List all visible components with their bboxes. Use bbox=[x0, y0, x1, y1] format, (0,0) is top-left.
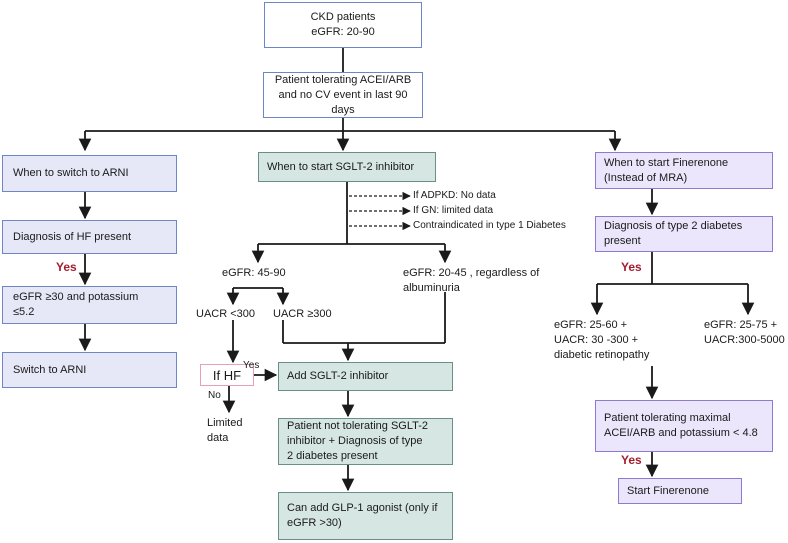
switch-arni-box: Switch to ARNI bbox=[2, 352, 177, 388]
tolerating-acei-text: Patient tolerating ACEI/ARB and no CV ev… bbox=[274, 73, 412, 116]
hf-yes-label: Yes bbox=[243, 360, 260, 371]
uacr-lt300-label: UACR <300 bbox=[196, 308, 256, 320]
egfr-20-45-label: eGFR: 20-45 , regardless of albuminuria bbox=[403, 267, 540, 294]
switch-arni-text: Switch to ARNI bbox=[13, 363, 87, 376]
start-finerenone-text: Start Finerenone bbox=[627, 484, 709, 497]
limited-data-label: Limited data bbox=[207, 417, 243, 444]
note-gn: If GN: limited data bbox=[413, 205, 494, 216]
note-adpkd: If ADPKD: No data bbox=[413, 190, 496, 201]
egfr-45-90-label: eGFR: 45-90 bbox=[222, 267, 286, 279]
arni-egfr-box: eGFR ≥30 and potassium ≤5.2 bbox=[2, 286, 177, 324]
hf-present-box: Diagnosis of HF present bbox=[2, 220, 177, 254]
add-sglt2-box: Add SGLT-2 inhibitor bbox=[278, 362, 453, 391]
finerenone-when-text: When to start Finerenone (Instead of MRA… bbox=[604, 156, 729, 184]
fin-yes2-label: Yes bbox=[621, 453, 642, 467]
arni-egfr-text: eGFR ≥30 and potassium ≤5.2 bbox=[13, 291, 139, 318]
t2d-present-text: Diagnosis of type 2 diabetes present bbox=[604, 220, 743, 247]
start-finerenone-box: Start Finerenone bbox=[618, 478, 742, 504]
hf-no-label: No bbox=[208, 390, 221, 401]
ckd-patients-text: CKD patients eGFR: 20-90 bbox=[310, 11, 376, 38]
not-tolerating-box: Patient not tolerating SGLT-2 inhibitor … bbox=[278, 418, 453, 465]
fin-yes-label: Yes bbox=[621, 260, 642, 274]
glp1-box: Can add GLP-1 agonist (only if eGFR >30) bbox=[278, 492, 453, 540]
maximal-acei-text: Patient tolerating maximal ACEI/ARB and … bbox=[604, 412, 758, 439]
fin-left-criteria: eGFR: 25-60 + UACR: 30 -300 + diabetic r… bbox=[554, 319, 650, 361]
ckd-patients-box: CKD patients eGFR: 20-90 bbox=[264, 2, 422, 48]
sglt2-when-text: When to start SGLT-2 inhibitor bbox=[267, 160, 415, 173]
note-type1: Contraindicated in type 1 Diabetes bbox=[413, 220, 566, 231]
t2d-present-box: Diagnosis of type 2 diabetes present bbox=[595, 216, 773, 252]
add-sglt2-text: Add SGLT-2 inhibitor bbox=[287, 370, 389, 382]
fin-right-criteria: eGFR: 25-75 + UACR:300-5000 bbox=[704, 319, 785, 346]
if-hf-text: If HF bbox=[212, 367, 242, 383]
tolerating-acei-box: Patient tolerating ACEI/ARB and no CV ev… bbox=[263, 72, 423, 118]
arni-yes-label: Yes bbox=[56, 260, 77, 274]
arni-when-box: When to switch to ARNI bbox=[2, 155, 177, 192]
hf-present-text: Diagnosis of HF present bbox=[13, 230, 131, 243]
uacr-ge300-label: UACR ≥300 bbox=[273, 308, 332, 320]
if-hf-box: If HF bbox=[200, 364, 254, 386]
not-tolerating-text: Patient not tolerating SGLT-2 inhibitor … bbox=[287, 420, 429, 462]
maximal-acei-box: Patient tolerating maximal ACEI/ARB and … bbox=[595, 400, 773, 452]
glp1-text: Can add GLP-1 agonist (only if eGFR >30) bbox=[287, 502, 438, 529]
sglt2-when-box: When to start SGLT-2 inhibitor bbox=[258, 152, 436, 182]
finerenone-when-box: When to start Finerenone (Instead of MRA… bbox=[595, 152, 773, 189]
arni-when-text: When to switch to ARNI bbox=[13, 167, 129, 179]
